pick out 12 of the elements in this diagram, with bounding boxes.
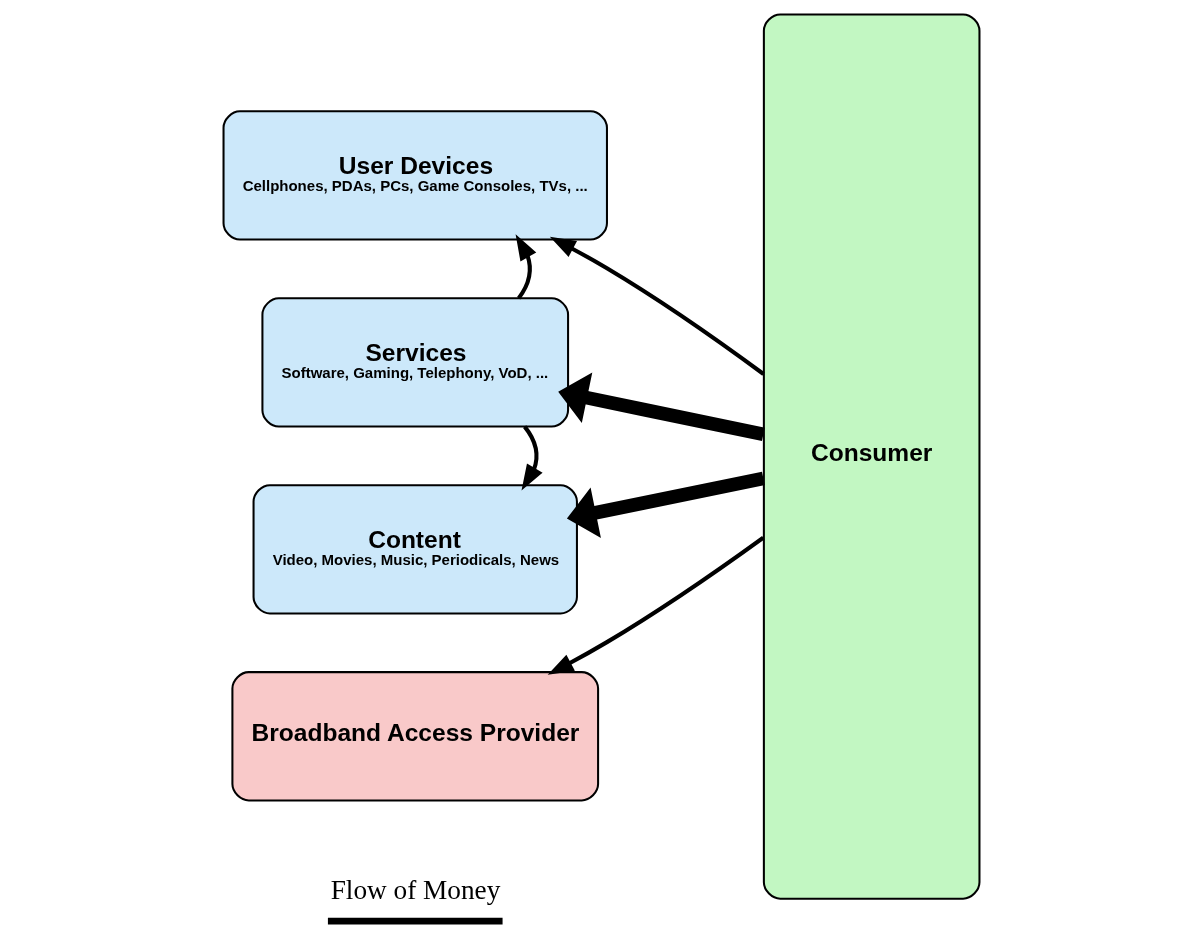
node-box: Services Software, Gaming, Telephony, VoD, ... <box>260 296 569 428</box>
node-box: Content Video, Movies, Music, Periodicals, News <box>252 483 578 614</box>
legend-label: Flow of Money <box>330 874 500 905</box>
arrow <box>547 535 764 675</box>
arrow <box>566 471 765 538</box>
arrow <box>521 424 543 490</box>
arrow <box>515 233 536 299</box>
arrow <box>549 236 765 376</box>
node-box: Broadband Access Provider <box>230 670 599 801</box>
node-box: Consumer <box>762 12 980 900</box>
node-box: User Devices Cellphones, PDAs, PCs, Game Consoles, TVs, ... <box>222 109 608 241</box>
arrow <box>557 372 765 441</box>
